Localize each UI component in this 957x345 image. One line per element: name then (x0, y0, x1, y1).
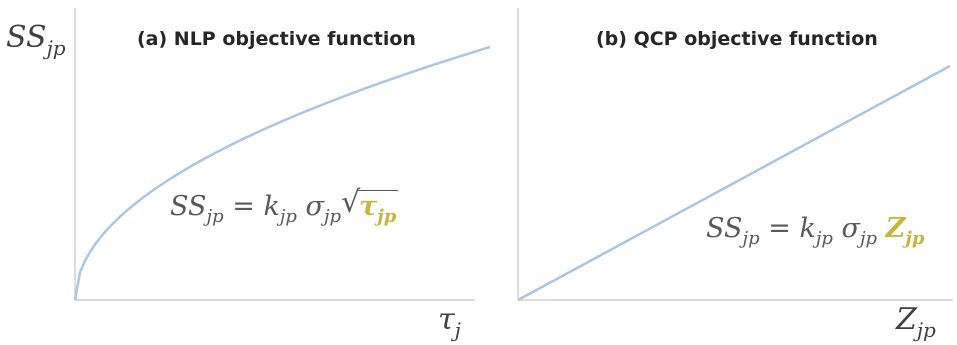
panel-nlp: SSjp (a) NLP objective function SSjp = k… (0, 0, 491, 345)
panel-qcp: (b) QCP objective function SSjp = kjp σj… (478, 0, 957, 345)
linear-line (517, 64, 951, 302)
nlp-plot (73, 8, 491, 301)
x-axis-label: τj (438, 302, 461, 342)
panel-title: (b) QCP objective function (596, 28, 878, 50)
x-axis-label: Zjp (896, 302, 936, 342)
qcp-plot (517, 8, 953, 302)
qcp-formula: SSjp = kjp σjp Zjp (706, 213, 925, 249)
nlp-formula: SSjp = kjp σjp√τjp (170, 185, 399, 227)
y-axis-label: SSjp (6, 20, 66, 60)
sqrt-curve (73, 45, 491, 301)
panel-title: (a) NLP objective function (137, 28, 416, 50)
